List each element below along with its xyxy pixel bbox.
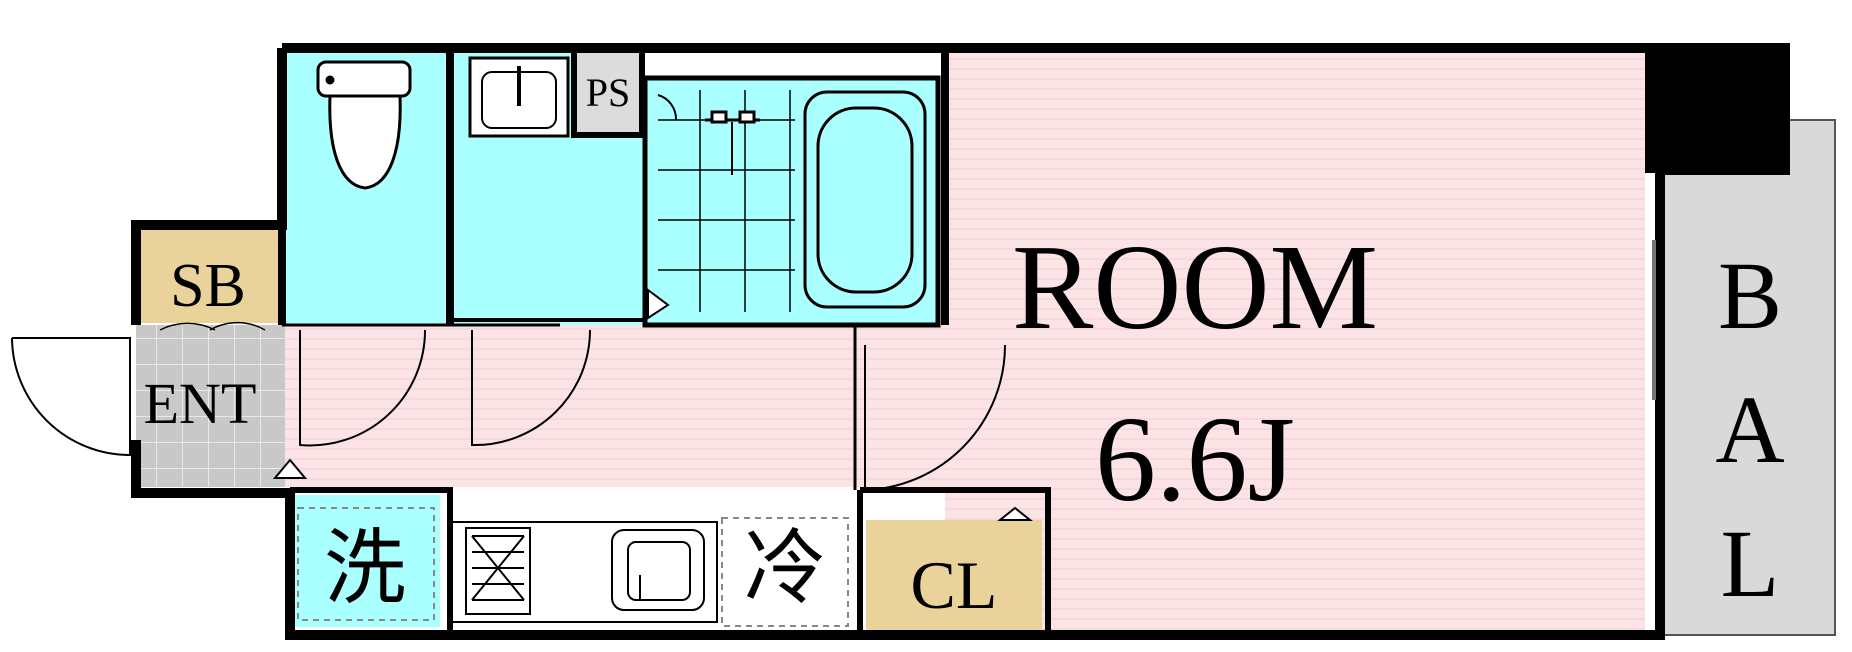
stove-icon [465, 527, 531, 615]
entrance-label: ENT [144, 371, 257, 436]
closet-label: CL [911, 547, 998, 623]
fridge-space [721, 517, 849, 627]
pipe-space [571, 47, 645, 138]
fridge-label: 冷 [744, 523, 826, 614]
wash-basin-icon [468, 56, 570, 138]
balcony-letter-b: B [1718, 242, 1782, 349]
sink-icon [611, 529, 705, 611]
toilet-icon [316, 60, 412, 190]
main-room-name: ROOM [1012, 220, 1378, 355]
balcony [1662, 119, 1836, 636]
pipe-space-label: PS [586, 70, 631, 115]
shower-faucet-icon [705, 110, 760, 175]
closet [866, 520, 1042, 630]
entrance-door-arcs [159, 321, 266, 331]
entrance-tile [136, 325, 285, 487]
shoe-box-label: SB [170, 252, 246, 320]
washer-space [290, 495, 440, 627]
balcony-letter-l: L [1721, 510, 1780, 617]
shoe-box [136, 225, 282, 323]
washer-label: 洗 [324, 523, 406, 614]
hallway-floor [285, 325, 945, 487]
bath-door-arc [657, 94, 678, 121]
main-room-floor [945, 50, 1645, 635]
bath-door-marker [647, 288, 670, 320]
bathtub-icon [803, 90, 927, 309]
washer-outline [297, 507, 435, 621]
doors [11, 329, 1033, 521]
main-room-size: 6.6J [1095, 392, 1295, 527]
structural-column [1645, 45, 1785, 173]
balcony-frame-line [1652, 240, 1656, 400]
balcony-letter-a: A [1715, 376, 1784, 483]
